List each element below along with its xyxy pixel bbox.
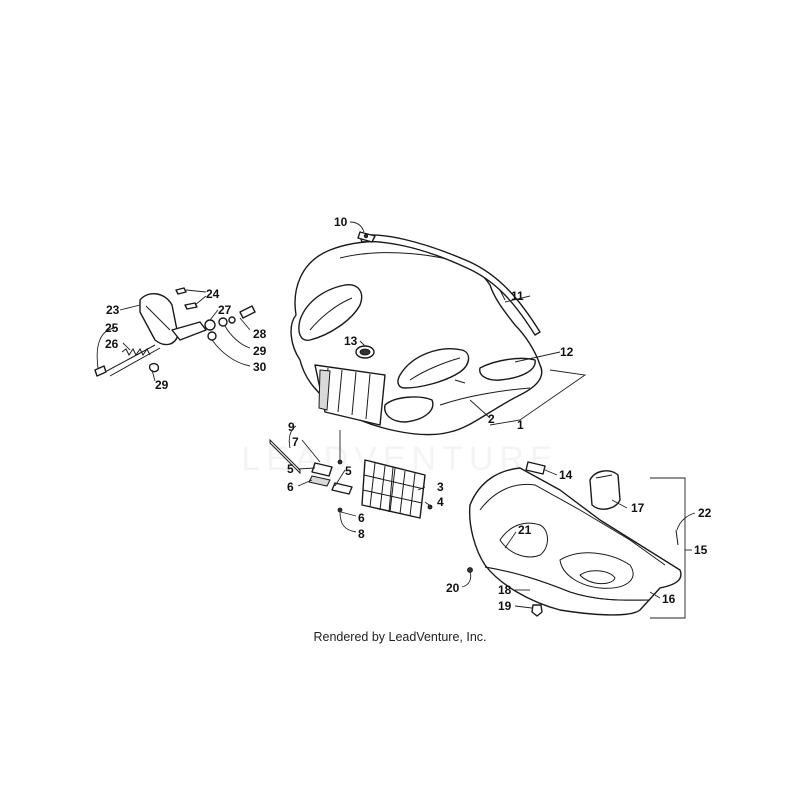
callout-20: 20 (446, 581, 460, 595)
callout-24: 24 (206, 287, 220, 301)
render-credit: Rendered by LeadVenture, Inc. (313, 630, 487, 644)
hood-emblem (355, 345, 375, 359)
callout-26: 26 (105, 337, 119, 351)
callout-29-upper: 29 (253, 344, 267, 358)
callout-6-right: 6 (358, 511, 365, 525)
callout-19: 19 (498, 599, 512, 613)
callout-labels: 10 11 13 12 2 1 23 24 27 25 28 26 29 30 … (105, 215, 712, 613)
callout-5-right: 5 (345, 464, 352, 478)
hood-grille-bars (318, 367, 371, 420)
callout-14: 14 (559, 468, 573, 482)
callout-27: 27 (218, 303, 232, 317)
callout-22: 22 (698, 506, 712, 520)
callout-9: 9 (288, 420, 295, 434)
callout-8: 8 (358, 527, 365, 541)
clip-10 (357, 231, 376, 243)
callout-4: 4 (437, 495, 444, 509)
callout-17: 17 (631, 501, 645, 515)
hood-seal-strip (359, 234, 541, 336)
callout-29-lower: 29 (155, 378, 169, 392)
callout-7: 7 (292, 435, 299, 449)
callout-18: 18 (498, 583, 512, 597)
callout-10: 10 (334, 215, 348, 229)
callout-12: 12 (560, 345, 574, 359)
callout-13: 13 (344, 334, 358, 348)
callout-21: 21 (518, 523, 532, 537)
callout-2: 2 (488, 412, 495, 426)
leader-lines (96, 221, 696, 609)
callout-1: 1 (517, 418, 524, 432)
callout-25: 25 (105, 321, 119, 335)
callout-28: 28 (253, 327, 267, 341)
callout-11: 11 (511, 289, 524, 303)
callout-3: 3 (437, 480, 444, 494)
callout-30: 30 (253, 360, 267, 374)
callout-23: 23 (106, 303, 120, 317)
callout-5-left: 5 (287, 462, 294, 476)
hood-assembly (290, 240, 543, 436)
callout-16: 16 (662, 592, 676, 606)
spring-26 (121, 348, 151, 356)
callout-6-left: 6 (287, 480, 294, 494)
headlight-assembly (94, 287, 256, 377)
storage-bin-assembly (467, 461, 682, 617)
callout-15: 15 (694, 543, 708, 557)
mesh-screen (361, 459, 426, 519)
